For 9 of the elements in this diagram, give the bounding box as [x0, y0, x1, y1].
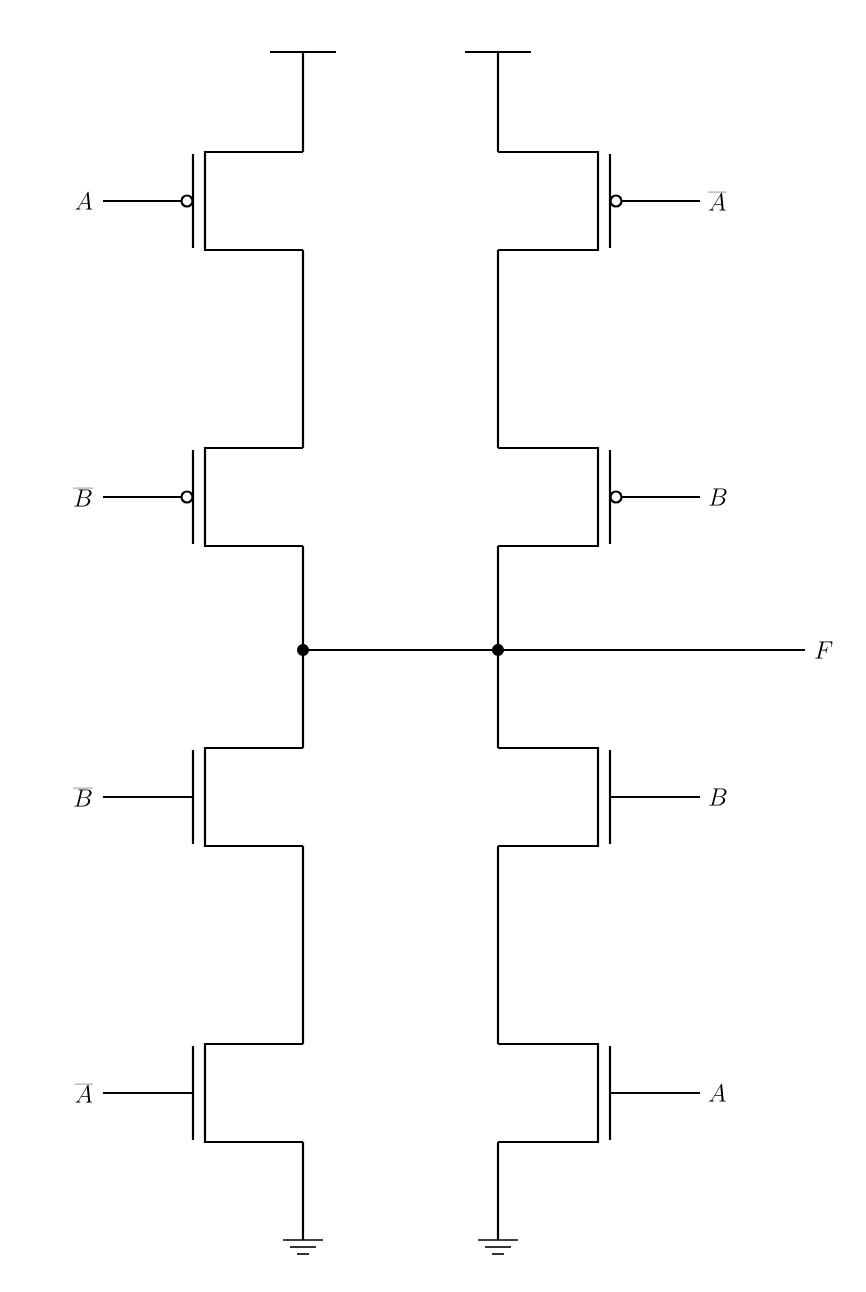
input-label: $\overline{A}$: [708, 192, 727, 211]
input-label: $B$: [709, 788, 727, 806]
input-label: $B$: [709, 488, 727, 506]
input-label: $\overline{B}$: [73, 788, 93, 807]
input-label: $\overline{A}$: [74, 1084, 93, 1103]
input-label: $A$: [708, 1083, 726, 1102]
output-label: $F$: [815, 641, 833, 659]
input-label: $A$: [75, 191, 93, 210]
input-label: $\overline{B}$: [73, 488, 93, 507]
